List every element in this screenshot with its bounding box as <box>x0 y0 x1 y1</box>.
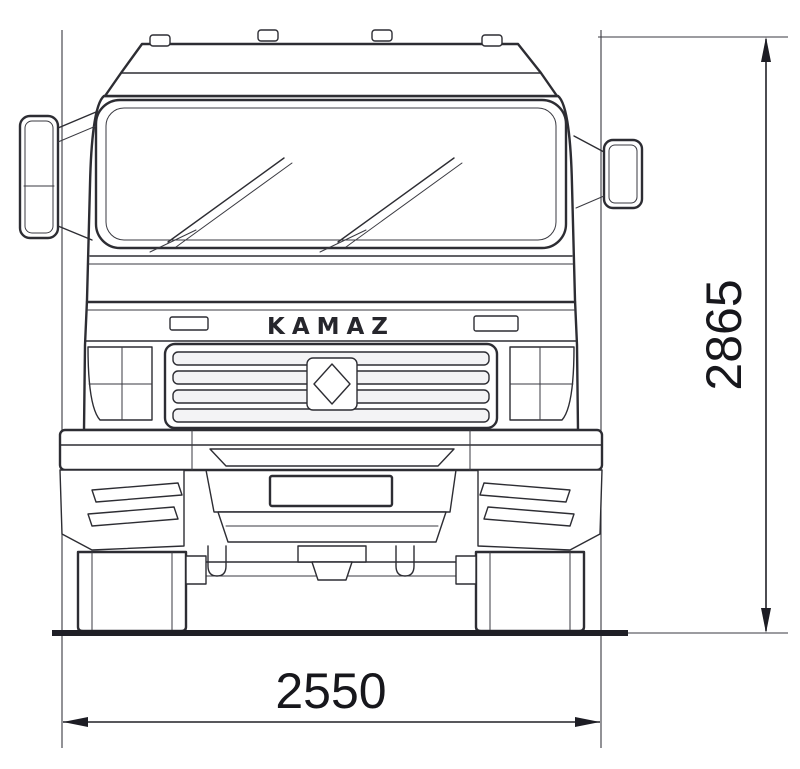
turn-indicator-right <box>473 315 519 332</box>
tow-hook-right <box>395 545 415 577</box>
tow-hook-left <box>207 545 227 577</box>
clearance-lamps <box>149 29 503 47</box>
dimension-arrow-right-icon <box>575 717 600 727</box>
brand-logo-text: KAMAZ <box>267 314 395 340</box>
wheel-left <box>76 550 188 633</box>
license-plate <box>268 474 394 508</box>
height-dimension: 2865 <box>696 37 771 633</box>
turn-indicator-left <box>169 316 209 331</box>
height-dimension-label: 2865 <box>696 279 752 390</box>
width-dimension: 2550 <box>63 663 600 727</box>
roof-deflector <box>103 42 559 98</box>
dimension-arrow-left-icon <box>63 717 88 727</box>
front-panel-lines <box>85 255 577 342</box>
wheel-right <box>474 550 586 633</box>
headlight-right <box>509 346 575 421</box>
grille <box>163 342 499 430</box>
windshield <box>94 98 568 250</box>
front-bumper <box>58 428 604 581</box>
mirror-right <box>573 135 644 210</box>
width-dimension-label: 2550 <box>275 663 386 719</box>
wiper-left <box>149 157 293 253</box>
wiper-right <box>319 157 463 253</box>
brand-badge: KAMAZ <box>169 314 519 340</box>
grille-emblem <box>306 357 358 411</box>
dimension-arrow-up-icon <box>761 37 771 62</box>
mirror-left <box>18 111 97 241</box>
headlight-left <box>87 346 153 421</box>
dimension-arrow-down-icon <box>761 608 771 633</box>
